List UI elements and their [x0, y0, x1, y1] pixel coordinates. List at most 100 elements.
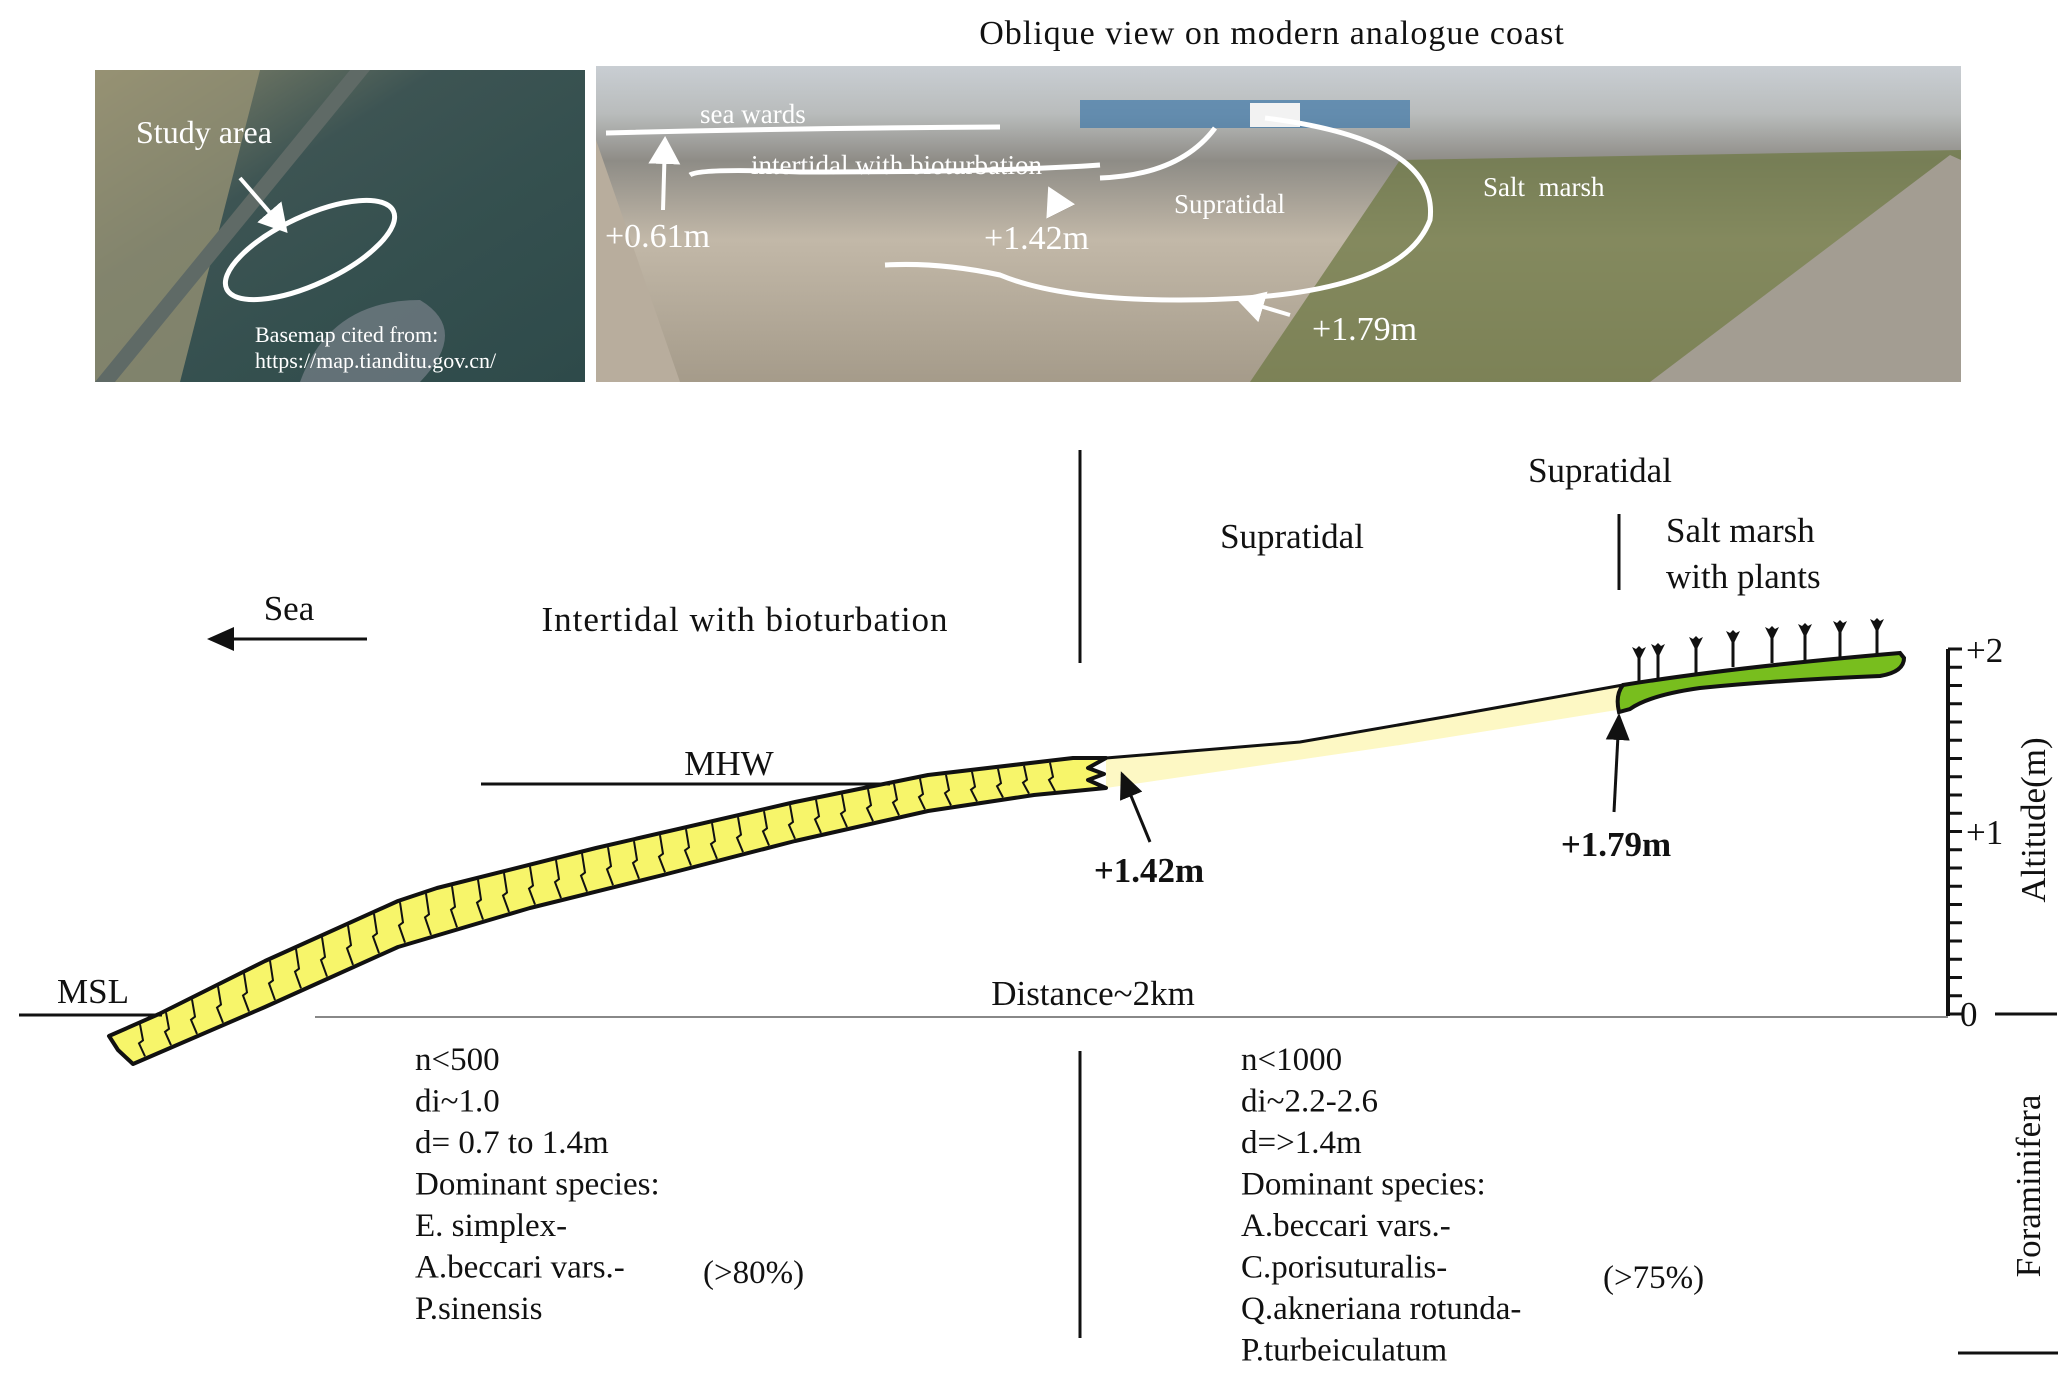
elev-179-label: +1.79m	[1561, 825, 1671, 864]
hatch-line	[891, 783, 900, 816]
hatch-line	[787, 804, 796, 840]
hatch-line	[683, 829, 692, 866]
hatch-line	[397, 902, 406, 943]
hatch-line	[735, 817, 744, 853]
sea-label: Sea	[264, 589, 315, 628]
intertidal-layer	[107, 756, 1108, 1066]
foram-line: d= 0.7 to 1.4m	[415, 1125, 609, 1161]
hatch-line	[527, 866, 536, 905]
hatch-line	[189, 999, 198, 1035]
plant-icon	[1726, 630, 1740, 667]
intertidal-label: Intertidal with bioturbation	[541, 600, 948, 639]
study-area-ellipse	[222, 197, 398, 303]
foram-line: A.beccari vars.-	[415, 1250, 625, 1286]
basemap-credit-2: https://map.tianditu.gov.cn/	[255, 348, 497, 373]
plant-icon	[1651, 643, 1665, 680]
hatch-line	[293, 948, 302, 989]
elev-179-arrow	[1605, 713, 1630, 813]
foram-line: Q.akneriana rotunda-	[1241, 1291, 1521, 1327]
hatch-line	[475, 879, 484, 920]
supratidal-top-label: Supratidal	[1528, 451, 1672, 490]
figure-title: Oblique view on modern analogue coast	[979, 15, 1565, 52]
hatch-line	[1047, 762, 1056, 792]
salt-marsh-label: Salt marsh	[1666, 511, 1815, 550]
axis-tick-label: 0	[1960, 995, 1978, 1034]
hatch-line	[501, 872, 510, 913]
basemap-credit-1: Basemap cited from:	[255, 322, 438, 347]
hatch-line	[969, 771, 978, 802]
altitude-axis: +2 +1 0 Altitude(m)	[1946, 631, 2053, 1034]
plant-icon	[1689, 636, 1703, 673]
hatch-line	[241, 973, 250, 1012]
salt-marsh-label-2: with plants	[1666, 557, 1821, 596]
hatch-line	[371, 913, 380, 954]
plant-icon	[1798, 623, 1812, 660]
elev-142-label: +1.42m	[1094, 851, 1204, 890]
hatch-line	[865, 788, 874, 822]
salt-marsh-layer	[1615, 650, 1907, 715]
elev-142-arrow	[1120, 771, 1152, 843]
bioturbation-hatching	[137, 762, 1056, 1057]
satellite-map: Study area Basemap cited from: https://m…	[95, 70, 585, 382]
hatch-line	[839, 794, 848, 828]
foraminifera-label: Foraminifera	[2009, 1094, 2048, 1277]
axis-tick-label: +1	[1966, 813, 2003, 852]
photo-elev-061: +0.61m	[605, 218, 710, 255]
plant-icon	[1833, 620, 1847, 657]
photo-salt-marsh: Salt marsh	[1483, 172, 1605, 202]
hatch-line	[163, 1012, 172, 1046]
hatch-line	[345, 925, 354, 966]
distance-label: Distance~2km	[991, 974, 1195, 1013]
hatch-line	[995, 768, 1004, 798]
hatch-line	[553, 859, 562, 899]
mhw-label: MHW	[684, 744, 773, 783]
foram-line: d=>1.4m	[1241, 1125, 1362, 1161]
foram-left-percent: (>80%)	[703, 1255, 804, 1291]
foram-line: Dominant species:	[415, 1167, 660, 1203]
hatch-line	[657, 835, 666, 873]
supratidal-label: Supratidal	[1220, 517, 1364, 556]
hatch-line	[1021, 765, 1030, 795]
plant-icon	[1765, 626, 1779, 663]
foram-line: di~1.0	[415, 1084, 500, 1120]
hatch-line	[943, 774, 952, 806]
photo-elev-179: +1.79m	[1312, 311, 1417, 348]
plant-icon	[1870, 618, 1884, 655]
photo-intertidal: intertidal with bioturbation	[751, 150, 1042, 180]
hatch-line	[709, 823, 718, 860]
plant-icon	[1632, 646, 1646, 683]
photo-supratidal: Supratidal	[1174, 189, 1285, 219]
foram-line: E. simplex-	[415, 1208, 567, 1244]
hatch-line	[761, 810, 770, 846]
hatch-line	[449, 886, 458, 928]
hatch-line	[813, 799, 822, 834]
hatch-line	[579, 853, 588, 892]
supratidal-zone	[1106, 685, 1623, 788]
hatch-line	[631, 841, 640, 880]
foram-right-percent: (>75%)	[1603, 1260, 1704, 1296]
hatch-line	[605, 847, 614, 886]
foram-line: n˂1000	[1241, 1042, 1342, 1078]
oblique-photo: sea wards intertidal with bioturbation +…	[596, 66, 1961, 382]
hatch-line	[267, 960, 276, 1001]
hatch-line	[917, 778, 926, 810]
profile-diagram: Sea MHW MSL Distance~2km Supratidal Supr…	[19, 450, 2058, 1369]
axis-tick-label: +2	[1966, 631, 2003, 670]
supratidal-surface	[1105, 683, 1624, 760]
hatch-line	[215, 986, 224, 1024]
photo-sea-wards: sea wards	[700, 99, 806, 129]
photo-elev-142: +1.42m	[984, 220, 1089, 257]
hatch-line	[319, 937, 328, 977]
hatch-line	[137, 1024, 146, 1057]
foram-line: A.beccari vars.-	[1241, 1208, 1451, 1244]
axis-title: Altitude(m)	[2014, 737, 2053, 902]
foram-line: P.sinensis	[415, 1291, 542, 1327]
foram-line: Dominant species:	[1241, 1167, 1486, 1203]
foram-line: P.turbeiculatum	[1241, 1333, 1448, 1369]
foram-line: C.porisuturalis-	[1241, 1250, 1447, 1286]
foram-line: di~2.2-2.6	[1241, 1084, 1378, 1120]
study-area-arrow	[238, 176, 288, 234]
